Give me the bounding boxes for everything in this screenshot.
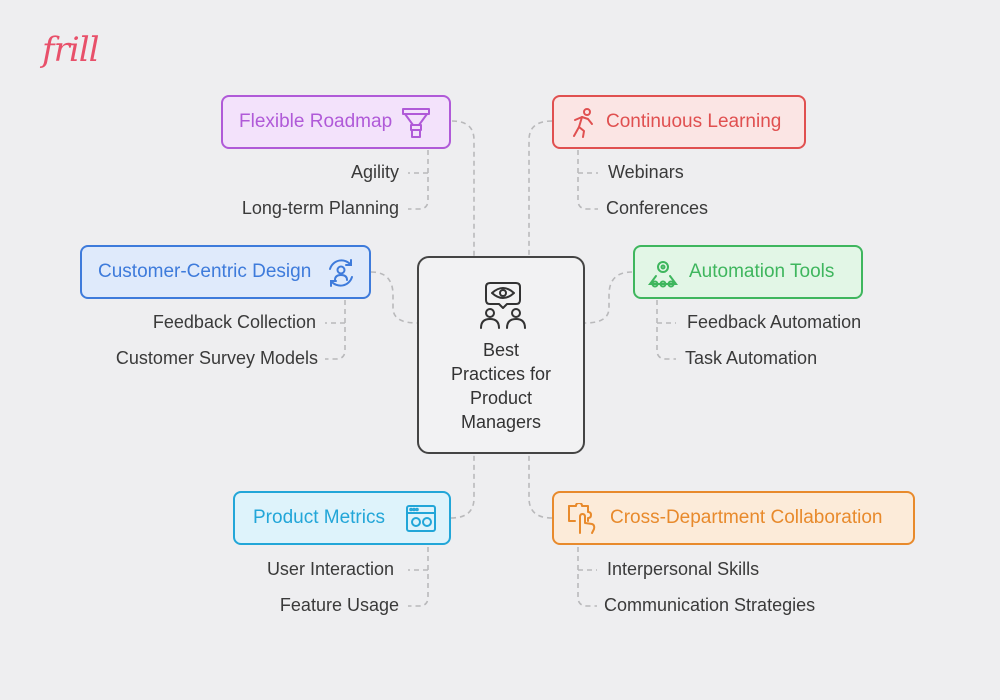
center-title-line: Practices for — [450, 364, 552, 384]
continuous-learning-item: Conferences — [606, 198, 709, 218]
funnel-icon — [402, 108, 430, 138]
browser-metrics-icon — [406, 505, 436, 532]
eye-people-icon — [480, 282, 526, 329]
runner-icon — [573, 108, 593, 138]
product-metrics-item: User Interaction — [266, 559, 394, 579]
automation-tools-node: Automation Tools — [633, 245, 863, 299]
continuous-learning-label: Continuous Learning — [606, 111, 782, 132]
cross-department-label: Cross-Department Collaboration — [610, 507, 883, 528]
center-node: Best Practices for Product Managers — [417, 256, 585, 454]
center-title: Best Practices for Product Managers — [419, 338, 583, 434]
hand-puzzle-icon — [568, 503, 596, 534]
center-title-line: Best — [482, 340, 520, 360]
cross-department-item: Interpersonal Skills — [607, 559, 760, 579]
automation-tools-item: Task Automation — [685, 348, 818, 368]
automation-tools-item: Feedback Automation — [687, 312, 862, 332]
customer-centric-design-item: Feedback Collection — [152, 312, 316, 332]
center-title-line: Product — [469, 388, 533, 408]
user-cycle-icon — [329, 259, 353, 287]
customer-centric-design-node: Customer-Centric Design — [80, 245, 371, 299]
product-metrics-item: Feature Usage — [279, 595, 399, 615]
flexible-roadmap-item: Long-term Planning — [241, 198, 399, 218]
flexible-roadmap-item: Agility — [350, 162, 399, 182]
center-title-line: Managers — [460, 412, 542, 432]
cross-department-item: Communication Strategies — [604, 595, 816, 615]
cross-department-node: Cross-Department Collaboration — [552, 491, 915, 545]
automation-tools-label: Automation Tools — [689, 261, 835, 282]
customer-centric-design-item: Customer Survey Models — [115, 348, 318, 368]
frill-logo: frill — [42, 30, 99, 70]
conveyor-icon — [648, 261, 678, 288]
continuous-learning-item: Webinars — [608, 162, 684, 182]
product-metrics-node: Product Metrics — [233, 491, 451, 545]
flexible-roadmap-node: Flexible Roadmap — [221, 95, 451, 149]
flexible-roadmap-label: Flexible Roadmap — [239, 111, 393, 132]
continuous-learning-node: Continuous Learning — [552, 95, 806, 149]
product-metrics-label: Product Metrics — [253, 507, 385, 528]
customer-centric-design-label: Customer-Centric Design — [98, 261, 312, 282]
